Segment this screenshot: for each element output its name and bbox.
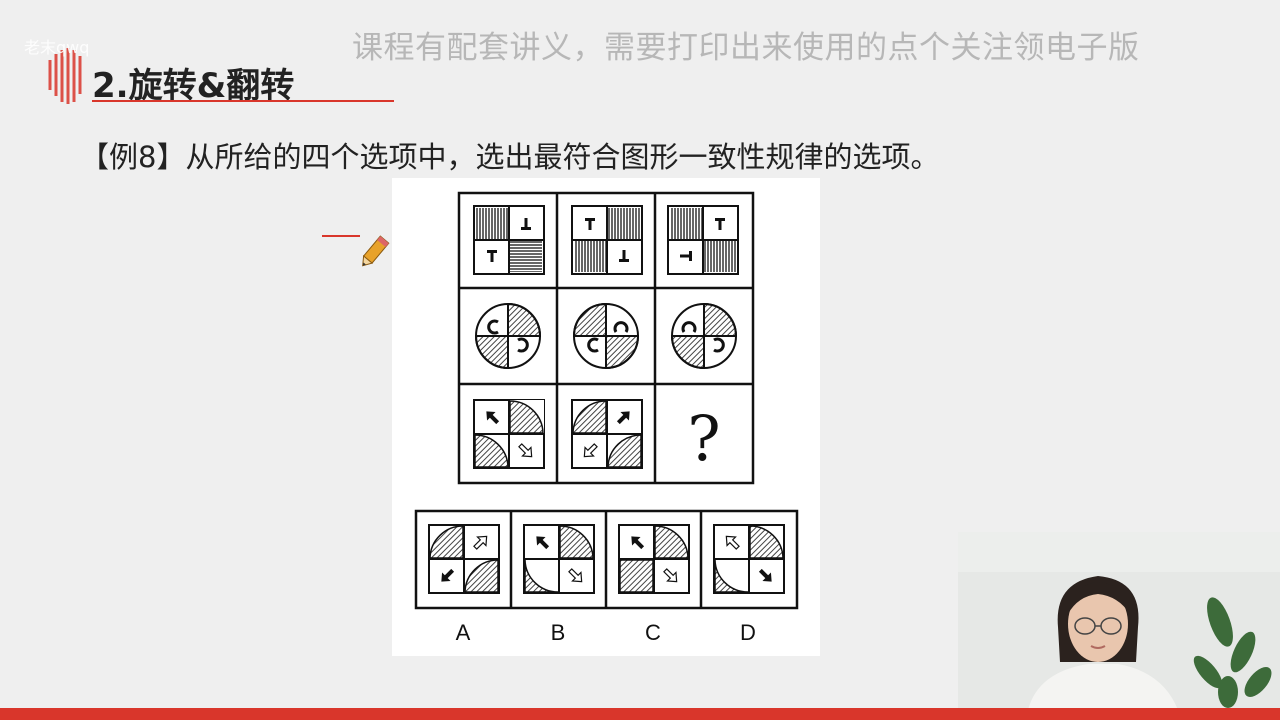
logo-mark-icon (48, 48, 82, 104)
pointer-line (322, 235, 360, 237)
row2-cell2 (572, 302, 640, 370)
puzzle-figure: ? (392, 178, 820, 656)
pencil-icon (362, 235, 390, 267)
logo: 老末qwq (22, 30, 122, 110)
presenter-webcam (958, 532, 1280, 710)
row1-cell2 (571, 205, 643, 275)
row3-cell1 (473, 399, 545, 469)
presenter-video (958, 532, 1280, 710)
watermark-text: 课程有配套讲义，需要打印出来使用的点个关注领电子版 (352, 30, 1140, 66)
bottom-accent-bar (0, 708, 1280, 720)
row2-cell3 (670, 302, 738, 370)
options-grid (414, 509, 799, 610)
option-b-label[interactable]: B (550, 620, 566, 645)
puzzle-graphic: ? (414, 191, 799, 610)
option-a-figure (428, 524, 500, 594)
row1-cell3 (667, 205, 739, 275)
option-c-figure (618, 524, 690, 594)
option-c-label[interactable]: C (645, 620, 661, 645)
question-text: 【例8】从所给的四个选项中，选出最符合图形一致性规律的选项。 (80, 140, 940, 174)
title-underline (92, 100, 394, 102)
page-title: 2.旋转&翻转 (92, 66, 295, 106)
row3-cell2 (571, 399, 643, 469)
option-a-label[interactable]: A (455, 620, 471, 645)
puzzle-grid (457, 191, 755, 485)
question-mark: ? (687, 402, 720, 475)
row2-cell1 (474, 302, 542, 370)
logo-text: 老末qwq (24, 38, 90, 57)
row1-cell1 (473, 205, 545, 275)
option-d-label[interactable]: D (740, 620, 756, 645)
option-d-figure (713, 524, 785, 594)
option-b-figure (523, 524, 595, 594)
